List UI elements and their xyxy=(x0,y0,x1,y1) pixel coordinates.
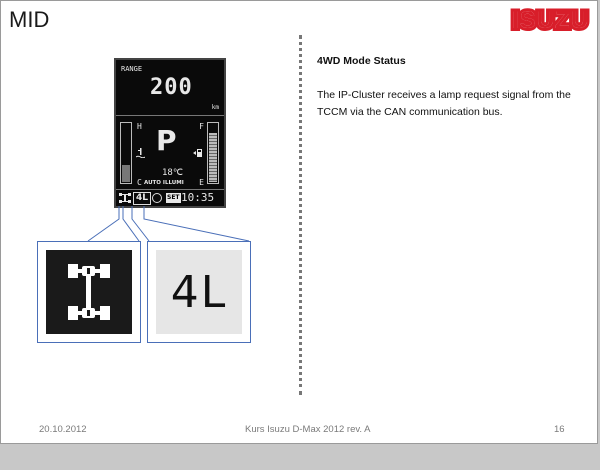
display-separator xyxy=(116,115,224,116)
fuel-empty-label: E xyxy=(199,178,204,187)
range-label: RANGE xyxy=(121,65,143,73)
fuel-full-label: F xyxy=(199,122,204,131)
fuel-pump-icon xyxy=(193,148,204,161)
clock: 10:35 xyxy=(181,191,215,204)
temp-cold-label: C xyxy=(137,178,142,187)
dotted-divider xyxy=(299,35,302,395)
coolant-temp-icon xyxy=(135,148,146,161)
4wd-drivetrain-icon xyxy=(46,250,132,334)
footer-date: 20.10.2012 xyxy=(39,424,87,435)
fuel-gauge xyxy=(207,122,219,184)
slide-title: MID xyxy=(9,7,50,32)
instrument-cluster-display: RANGE 200 km H C F E P 18℃ AUTO ILLUMI 4… xyxy=(114,58,226,208)
footer-course-title: Kurs Isuzu D-Max 2012 rev. A xyxy=(245,424,371,435)
range-unit: km xyxy=(211,104,219,111)
section-body: The IP-Cluster receives a lamp request s… xyxy=(317,89,571,118)
4l-mode-icon: 4L xyxy=(156,250,242,334)
coolant-temp-gauge xyxy=(120,122,132,184)
fuel-gauge-fill xyxy=(209,132,217,182)
slide: MID ISUZU ISUZU RANGE 200 km H C F E P 1… xyxy=(0,0,598,444)
4l-icon-callout: 4L xyxy=(147,241,251,343)
temp-hot-label: H xyxy=(137,122,142,131)
range-value: 200 xyxy=(150,75,193,100)
4l-mode-indicator: 4L xyxy=(133,192,151,205)
4wd-small-icon xyxy=(119,192,131,207)
circle-indicator-icon xyxy=(152,193,162,203)
outside-temperature: 18℃ xyxy=(162,168,183,178)
isuzu-logo: ISUZU xyxy=(509,4,591,37)
set-indicator: SET xyxy=(166,193,181,203)
footer-page-number: 16 xyxy=(554,424,565,435)
section-heading: 4WD Mode Status xyxy=(317,55,406,67)
status-bar: 4L SET 10:35 xyxy=(116,189,224,207)
coolant-temp-gauge-fill xyxy=(122,164,130,182)
4wd-icon-callout xyxy=(37,241,141,343)
auto-illumi-label: AUTO ILLUMI xyxy=(144,180,184,186)
isuzu-logo-text: ISUZU xyxy=(512,7,589,34)
gear-indicator: P xyxy=(156,124,177,157)
